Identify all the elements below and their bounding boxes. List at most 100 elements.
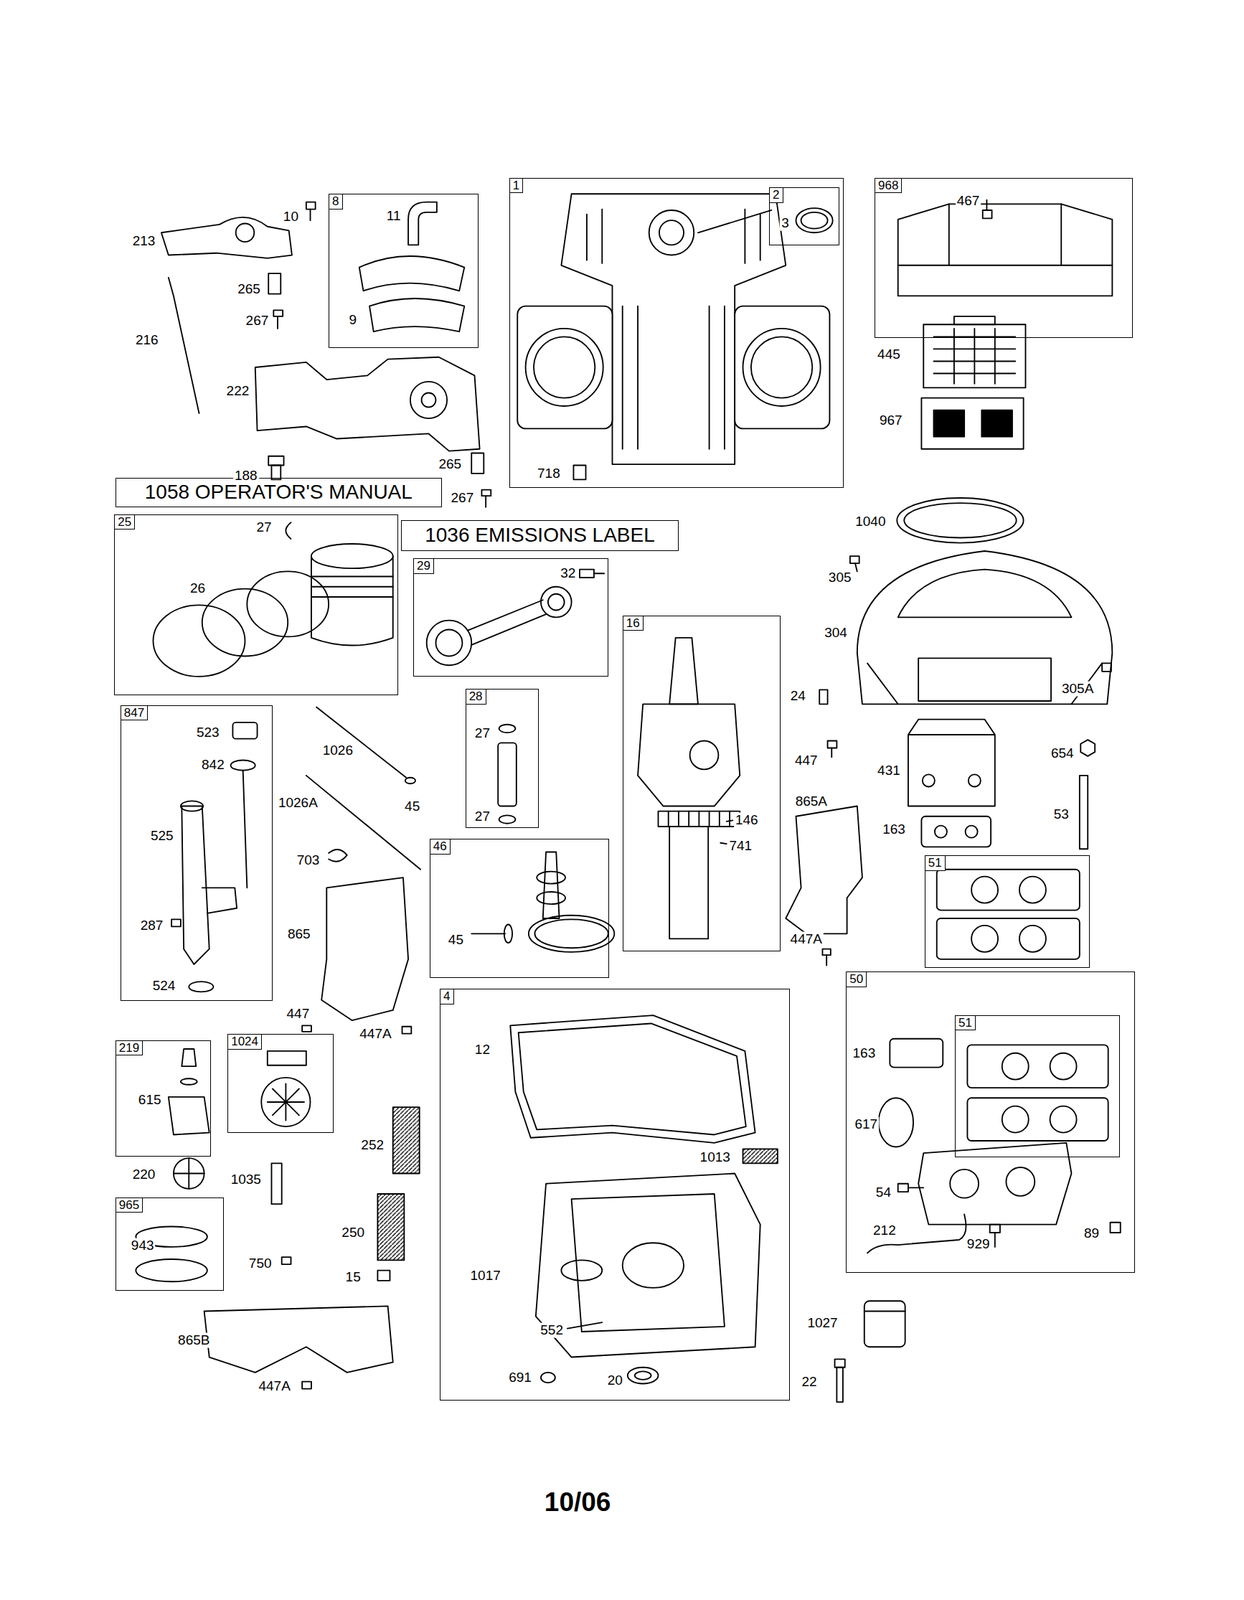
part-drawing <box>281 1256 292 1265</box>
part-drawing <box>306 202 316 210</box>
part-drawing <box>285 522 291 539</box>
part-drawing <box>267 1051 307 1066</box>
callout-number: 1035 <box>229 1172 263 1188</box>
part-drawing <box>669 826 709 939</box>
part-drawing <box>622 1242 684 1288</box>
part-drawing <box>135 1259 208 1282</box>
part-drawing <box>822 949 831 956</box>
callout-group-box: 8119 <box>328 193 479 348</box>
callout-group-box: 219615 <box>115 1040 212 1157</box>
callout-number: 22 <box>799 1374 818 1390</box>
part-drawing <box>903 502 1016 538</box>
box-number: 51 <box>954 1015 976 1031</box>
callout-number: 1040 <box>853 513 887 529</box>
part-drawing <box>622 306 725 450</box>
blower-housing <box>785 550 1112 965</box>
part-drawing <box>579 569 595 578</box>
callout-number: 447 <box>285 1005 312 1021</box>
part-drawing <box>484 495 487 508</box>
oil-filter <box>835 1300 906 1402</box>
part-drawing <box>410 381 447 419</box>
part-drawing <box>908 719 996 807</box>
callout-group-box: 968467 <box>874 177 1133 338</box>
intake-gaskets <box>936 869 1109 1141</box>
callout-number: 10 <box>281 208 300 224</box>
callout-number: 54 <box>874 1185 893 1201</box>
callout-number: 865B <box>176 1332 211 1348</box>
callout-number: 524 <box>151 977 178 993</box>
callout-number: 265 <box>436 456 463 473</box>
part-drawing <box>994 1232 996 1247</box>
callout-number: 27 <box>254 520 273 536</box>
box-number: 2 <box>769 187 783 204</box>
part-drawing <box>933 328 1016 384</box>
callout-number: 943 <box>129 1238 156 1254</box>
box-number: 1 <box>509 177 523 194</box>
part-drawing <box>634 1370 652 1379</box>
part-drawing <box>402 1026 412 1034</box>
callout-group-box: 4645 <box>429 838 610 978</box>
part-drawing <box>586 209 761 264</box>
callout-number: 24 <box>789 688 808 704</box>
part-drawing <box>471 932 506 935</box>
part-drawing <box>268 456 284 466</box>
callout-number: 163 <box>880 822 907 838</box>
part-drawing <box>236 223 255 242</box>
callout-number: 250 <box>340 1225 366 1241</box>
piston-pin <box>497 724 517 824</box>
part-drawing <box>669 637 699 704</box>
part-drawing <box>525 328 604 407</box>
callout-number: 89 <box>1082 1226 1101 1242</box>
part-drawing <box>517 306 612 430</box>
part-drawing <box>393 1106 420 1173</box>
part-drawing <box>311 543 394 569</box>
callout-number: 447A <box>789 931 824 947</box>
part-drawing <box>273 309 283 317</box>
part-drawing <box>510 1015 755 1143</box>
part-drawing <box>1101 662 1112 671</box>
part-drawing <box>864 1310 906 1313</box>
part-drawing <box>627 1367 659 1384</box>
callout-number: 691 <box>507 1369 534 1385</box>
part-drawing <box>311 576 394 597</box>
part-drawing <box>232 722 257 739</box>
part-drawing <box>968 774 981 787</box>
callout-number: 523 <box>195 724 221 740</box>
part-drawing <box>548 594 565 611</box>
callout-number: 305 <box>827 570 854 586</box>
callout-number: 45 <box>446 931 465 947</box>
part-drawing <box>188 981 214 992</box>
part-drawing <box>536 891 566 904</box>
part-drawing <box>202 887 237 914</box>
part-drawing <box>567 1322 602 1329</box>
callout-number: 20 <box>606 1373 625 1389</box>
callout-number: 1017 <box>469 1267 503 1283</box>
label-box: 1036 EMISSIONS LABEL <box>401 520 679 551</box>
callout-group-box: 4121013101755269120 <box>439 988 790 1400</box>
part-drawing <box>321 877 409 1021</box>
part-drawing <box>534 919 608 948</box>
part-drawing <box>471 452 484 473</box>
part-drawing <box>734 306 830 430</box>
part-drawing <box>1019 876 1046 904</box>
callout-number: 615 <box>137 1092 163 1108</box>
part-drawing <box>921 816 991 848</box>
box-number: 8 <box>328 193 343 210</box>
part-drawing <box>898 203 1113 265</box>
part-drawing <box>302 1025 312 1032</box>
part-drawing <box>499 724 516 733</box>
box-number: 51 <box>924 855 946 871</box>
part-drawing <box>922 774 935 787</box>
part-drawing <box>949 1169 979 1199</box>
part-drawing <box>857 550 1113 704</box>
callout-group-box: 50163617542129298951 <box>845 971 1135 1273</box>
breather-parts <box>359 202 465 333</box>
part-drawing <box>405 777 416 785</box>
part-drawing <box>971 876 998 904</box>
part-drawing <box>561 1259 602 1280</box>
part-drawing <box>181 806 209 965</box>
part-drawing <box>898 569 1072 618</box>
callout-number: 718 <box>535 465 562 481</box>
callout-number: 447A <box>256 1378 292 1394</box>
part-drawing <box>309 209 312 221</box>
